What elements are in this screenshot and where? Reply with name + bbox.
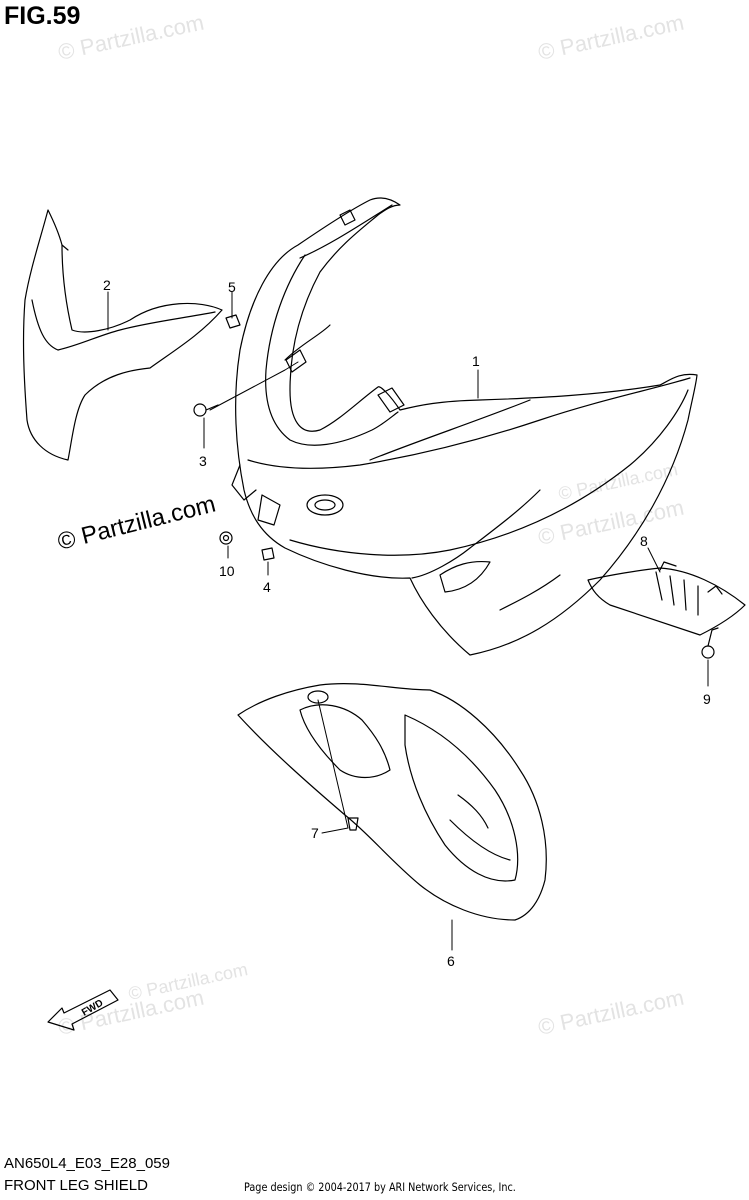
fastener-4-nut [261,547,275,561]
part-1-front-leg-shield [231,197,698,656]
callout-5: 5 [228,279,236,295]
diagram-title: FRONT LEG SHIELD [4,1177,148,1194]
fastener-10-grommet [219,531,233,545]
callout-labels: 1 2 3 4 5 6 7 8 9 10 [103,277,711,969]
figure-label: FIG.59 [4,2,81,30]
watermark: © Partzilla.com [557,459,680,504]
watermark: © Partzilla.com [536,10,686,65]
callout-10: 10 [219,563,235,579]
callout-2: 2 [103,277,111,293]
fastener-5-clip [225,314,241,329]
part-2-side-panel [22,209,223,461]
watermark-prominent: © Partzilla.com [55,491,218,556]
callout-9: 9 [703,691,711,707]
diagram-code: AN650L4_E03_E28_059 [4,1155,170,1172]
fwd-arrow-icon [47,989,119,1031]
callout-8: 8 [640,533,648,549]
fastener-9-screw [701,627,719,659]
part-8-under-cover [587,561,746,636]
part-6-inner-panel [237,683,547,921]
callout-1: 1 [472,353,480,369]
fastener-7-rivet [347,817,359,831]
fastener-3-screw [193,403,219,417]
callout-6: 6 [447,953,455,969]
callout-7: 7 [311,825,319,841]
callout-4: 4 [263,579,271,595]
watermark: © Partzilla.com [536,495,686,550]
leader-lines [107,291,709,951]
callout-3: 3 [199,453,207,469]
credit-line: Page design © 2004-2017 by ARI Network S… [244,1180,516,1194]
watermark: © Partzilla.com [536,985,686,1040]
